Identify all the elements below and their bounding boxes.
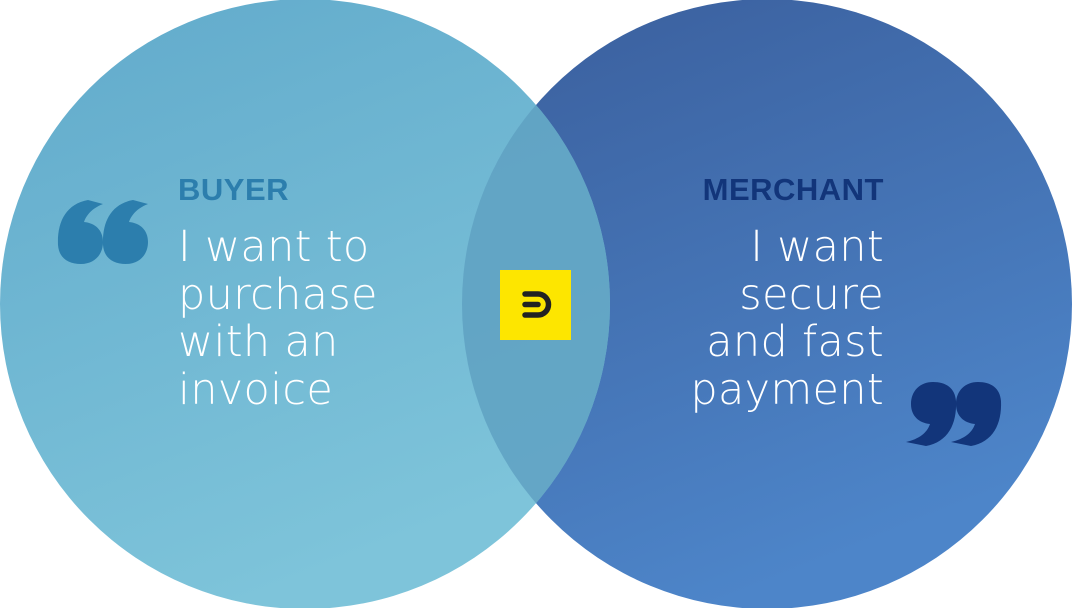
- buyer-circle: [0, 0, 610, 609]
- brand-logo-icon: [500, 270, 571, 340]
- merchant-label: MERCHANT: [702, 172, 884, 207]
- merchant-circle: [462, 0, 1072, 609]
- merchant-quote: I want secure and fast payment: [690, 222, 884, 415]
- brand-logo-mark: [500, 270, 571, 340]
- close-quote-icon: [906, 382, 1002, 446]
- buyer-label: BUYER: [178, 172, 290, 207]
- buyer-quote: I want to purchase with an invoice: [178, 222, 378, 415]
- open-quote-icon: [57, 200, 148, 264]
